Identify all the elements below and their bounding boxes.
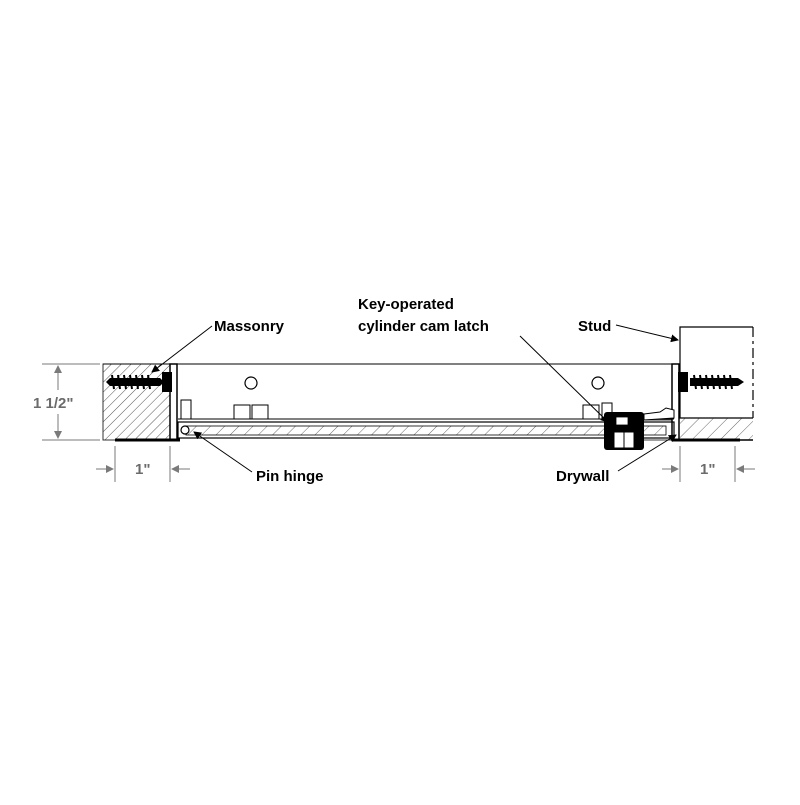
dimension-left-flange-label: 1" (135, 461, 150, 478)
label-latch-line2: cylinder cam latch (358, 318, 489, 335)
label-drywall: Drywall (556, 468, 609, 485)
mounting-hole-left (244, 376, 258, 390)
pin-hinge (180, 425, 190, 435)
label-latch-line1: Key-operated (358, 296, 454, 313)
cam-latch (604, 407, 675, 450)
dimension-right-flange (662, 446, 755, 482)
panel-clips (180, 399, 613, 420)
dimension-depth (42, 363, 100, 441)
label-massonry: Massonry (214, 318, 285, 335)
label-stud: Stud (578, 318, 611, 335)
masonry-anchor-screw (106, 372, 172, 392)
stud-screw (678, 372, 744, 392)
stud (679, 326, 754, 419)
dimension-right-flange-label: 1" (700, 461, 715, 478)
access-panel-frame (103, 363, 740, 442)
drywall (680, 417, 753, 441)
door-panel (177, 418, 675, 439)
leader-lines (151, 324, 679, 473)
dimension-left-flange (96, 446, 190, 482)
dimension-depth-label: 1 1/2" (33, 395, 73, 412)
mounting-hole-right (591, 376, 605, 390)
label-pin-hinge: Pin hinge (256, 468, 324, 485)
